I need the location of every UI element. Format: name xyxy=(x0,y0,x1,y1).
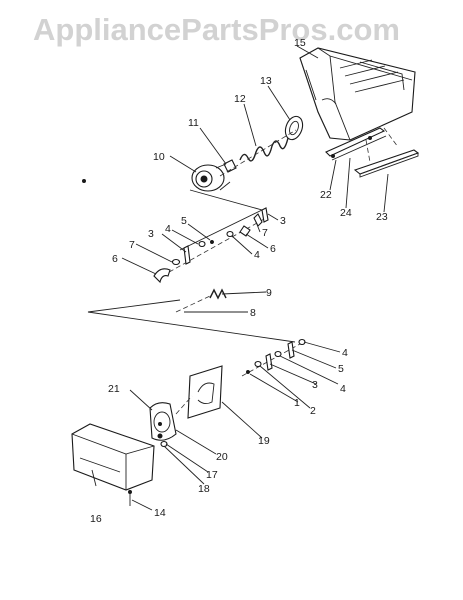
callout-1: 1 xyxy=(294,397,300,409)
callout-labels: 15 13 12 11 10 22 24 23 3 7 6 4 5 4 3 7 … xyxy=(90,37,388,525)
part-5-pin-lower xyxy=(287,341,295,359)
callout-7-right: 7 xyxy=(262,227,268,239)
callout-24: 24 xyxy=(340,207,352,219)
callout-2: 2 xyxy=(310,405,316,417)
callout-leaders xyxy=(91,45,389,511)
callout-19: 19 xyxy=(258,435,270,447)
callout-13: 13 xyxy=(260,75,272,87)
callout-20: 20 xyxy=(216,451,228,463)
part-5-pin-upper xyxy=(210,240,215,244)
callout-5-upper: 5 xyxy=(181,215,187,227)
part-7-clip-left xyxy=(171,258,181,266)
callout-9: 9 xyxy=(266,287,272,299)
callout-15: 15 xyxy=(294,37,306,49)
callout-14: 14 xyxy=(154,507,166,519)
part-3-pin-right xyxy=(261,207,269,223)
callout-23: 23 xyxy=(376,211,388,223)
part-17-screw xyxy=(157,433,163,439)
part-4-washer-left xyxy=(198,240,206,248)
callout-17: 17 xyxy=(206,469,218,481)
part-3-pin-lower xyxy=(265,353,273,371)
callout-12: 12 xyxy=(234,93,246,105)
callout-6-right: 6 xyxy=(270,243,276,255)
part-3-pin-left xyxy=(183,245,191,265)
callout-10: 10 xyxy=(153,151,165,163)
callout-3-upper-right: 3 xyxy=(280,215,286,227)
part-6-cam-lever-left xyxy=(153,268,171,284)
watermark-text: AppliancePartsPros.com xyxy=(33,12,400,47)
part-2-washer xyxy=(254,360,262,368)
part-23-bracket xyxy=(353,149,420,178)
callout-21: 21 xyxy=(108,383,120,395)
callout-5-lower: 5 xyxy=(338,363,344,375)
callout-4-lower: 4 xyxy=(340,383,346,395)
part-21-auger-housing xyxy=(149,402,177,441)
part-14-screw xyxy=(128,490,133,506)
part-13-bearing-ring xyxy=(284,115,304,141)
part-9-spring-pin xyxy=(209,288,227,300)
callout-18: 18 xyxy=(198,483,210,495)
part-4-washer-lower xyxy=(274,350,282,358)
part-15-ice-container xyxy=(299,47,416,141)
leader-zigzag-middle xyxy=(87,299,296,343)
callout-3-upper-left: 3 xyxy=(148,228,154,240)
callout-16: 16 xyxy=(90,513,102,525)
callout-4-lower-top: 4 xyxy=(342,347,348,359)
part-4-washer-right xyxy=(226,230,234,238)
callout-7-left: 7 xyxy=(129,239,135,251)
callout-4-upper-left: 4 xyxy=(165,223,171,235)
callout-6-left: 6 xyxy=(112,253,118,265)
part-16-front-cover xyxy=(71,423,155,491)
part-11-nut xyxy=(223,159,237,173)
part-19-mounting-plate xyxy=(187,365,223,419)
callout-4-upper-right: 4 xyxy=(254,249,260,261)
part-1-pin xyxy=(246,370,251,374)
callout-22: 22 xyxy=(320,189,332,201)
callout-11: 11 xyxy=(188,117,199,129)
callout-8: 8 xyxy=(250,307,256,319)
part-24-rail xyxy=(325,127,387,161)
part-6-cam-lever-right xyxy=(239,225,251,237)
part-12-spring xyxy=(239,137,289,162)
callout-3-lower: 3 xyxy=(312,379,318,391)
part-10-drive-gear xyxy=(191,163,231,192)
